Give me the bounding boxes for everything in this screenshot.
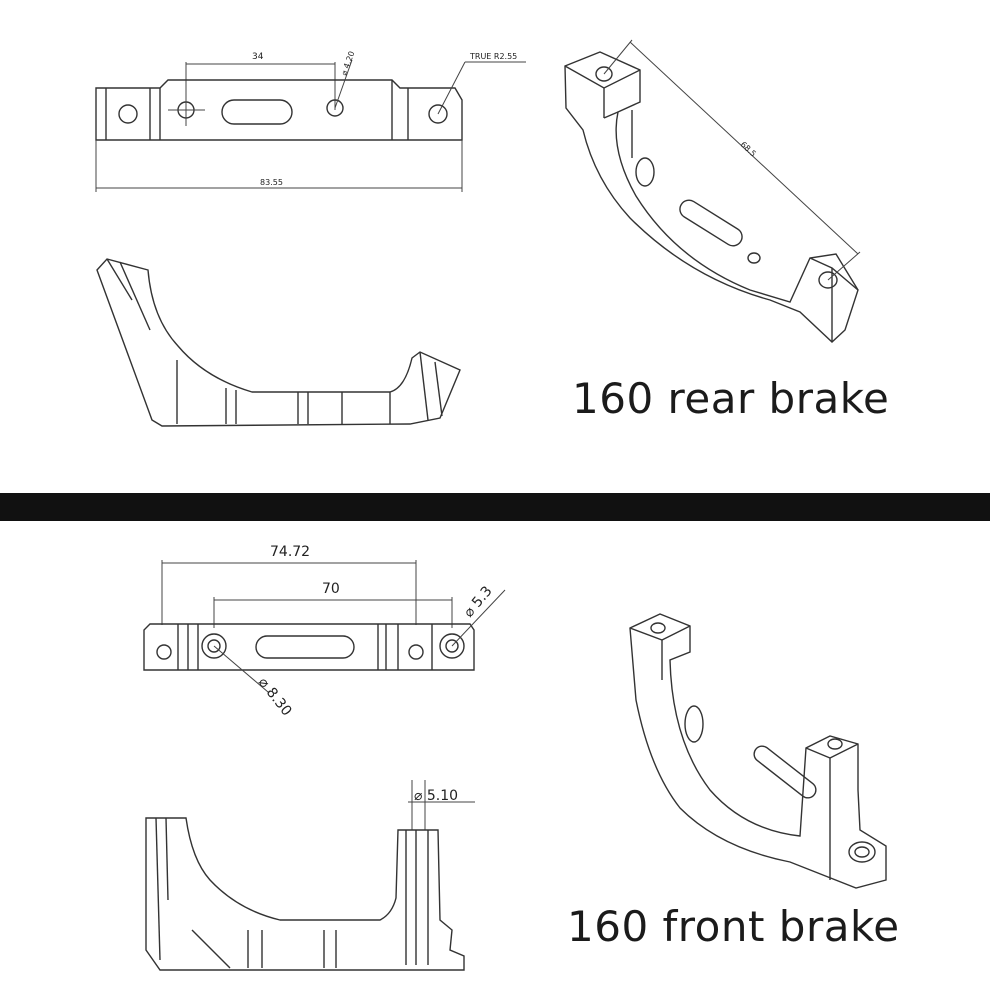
section-divider (0, 493, 990, 521)
front-side-view: ⌀ 5.10 (145, 780, 475, 971)
rear-iso-view: 68.5 (564, 39, 861, 343)
front-top-view: 74.72 70 ⌀ 5.3 ⌀ 8.30 (143, 544, 506, 720)
front-iso-view (629, 613, 887, 889)
rear-dim-34: 34 (252, 52, 264, 62)
front-dim-post-hole: ⌀ 5.10 (414, 788, 458, 804)
rear-side-view (96, 258, 461, 427)
rear-top-view: 34 ⌀ 4.20 TRUE R2.55 83.55 (95, 50, 526, 192)
rear-dim-iso: 68.5 (739, 140, 758, 159)
front-brake-caption: 160 front brake (567, 902, 900, 951)
front-dim-large-hole: ⌀ 8.30 (255, 675, 295, 720)
rear-dim-radius: TRUE R2.55 (469, 52, 517, 61)
rear-dim-hole-dia: ⌀ 4.20 (339, 50, 356, 77)
rear-brake-caption: 160 rear brake (572, 374, 890, 423)
rear-dim-overall: 83.55 (260, 178, 283, 187)
front-dim-small-hole: ⌀ 5.3 (461, 583, 496, 620)
front-dim-outer: 74.72 (270, 544, 310, 560)
front-dim-inner: 70 (322, 581, 340, 597)
